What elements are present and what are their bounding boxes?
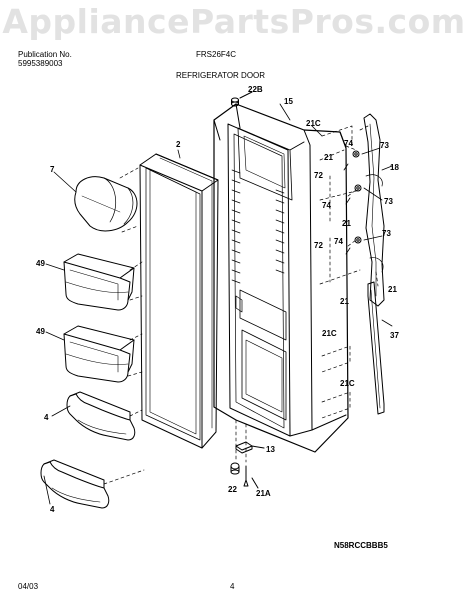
callout-49-upper: 49 [36, 259, 45, 268]
refrigerator-door [213, 103, 349, 453]
alignment-lines-left [103, 167, 145, 485]
door-bin-upper [63, 253, 135, 311]
lower-hinge-parts [230, 441, 265, 489]
part-22b-cap [231, 91, 253, 107]
callout-15: 15 [284, 97, 293, 106]
callout-37: 37 [390, 331, 399, 340]
footer-date: 04/03 [18, 582, 39, 591]
handle-rail [367, 281, 385, 415]
publication-number: 5995389003 [18, 59, 63, 68]
callout-22b: 22B [248, 85, 263, 94]
publication-label: Publication No. [18, 50, 72, 59]
callout-21a: 21A [256, 489, 271, 498]
callout-73-b: 73 [384, 197, 393, 206]
page-number: 4 [230, 582, 235, 591]
watermark: AppliancePartsPros.com [2, 2, 466, 41]
callout-4-lower: 4 [50, 505, 55, 514]
callout-2: 2 [176, 140, 181, 149]
callout-21-mid: 21 [342, 219, 351, 228]
callout-7: 7 [50, 165, 55, 174]
callout-74-a: 74 [344, 139, 353, 148]
diagram-code: N58RCCBBB5 [334, 541, 388, 550]
section-title: REFRIGERATOR DOOR [176, 71, 266, 80]
callout-73-c: 73 [382, 229, 391, 238]
door-shelf-lower [40, 459, 110, 509]
door-shelf-upper [66, 391, 136, 441]
callout-21c-mid: 21C [322, 329, 337, 338]
callout-21-top: 21 [324, 153, 333, 162]
callout-leaders [43, 103, 393, 505]
screws-and-nuts [343, 150, 362, 255]
callout-72-a: 72 [314, 171, 323, 180]
callout-13: 13 [266, 445, 275, 454]
callout-21c-low: 21C [340, 379, 355, 388]
callout-21-low: 21 [340, 297, 349, 306]
door-bin-lower [63, 325, 135, 383]
callout-21c-top: 21C [306, 119, 321, 128]
callout-21-right: 21 [388, 285, 397, 294]
callout-22: 22 [228, 485, 237, 494]
callout-49-lower: 49 [36, 327, 45, 336]
alignment-lines-right [319, 125, 379, 419]
alignment-lines-hinge [235, 419, 247, 463]
callout-74-b: 74 [322, 201, 331, 210]
callout-73-a: 73 [380, 141, 389, 150]
door-gasket [139, 153, 219, 449]
callout-72-b: 72 [314, 241, 323, 250]
callout-74-c: 74 [334, 237, 343, 246]
callout-4-upper: 4 [44, 413, 49, 422]
model-number: FRS26F4C [196, 50, 237, 59]
callout-18: 18 [390, 163, 399, 172]
dairy-compartment-cover [74, 176, 138, 232]
